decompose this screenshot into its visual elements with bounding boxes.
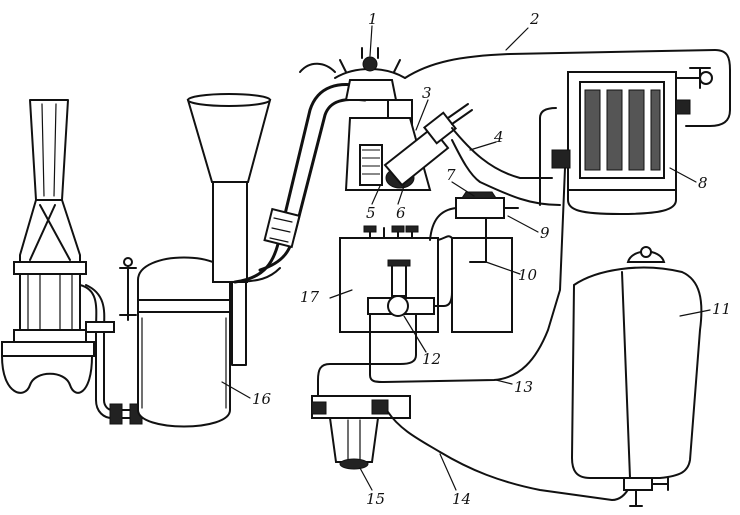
engine-manifold bbox=[1, 99, 115, 401]
line-9 bbox=[451, 139, 561, 206]
line-13 bbox=[369, 167, 566, 383]
label-8: 8 bbox=[698, 174, 708, 192]
tank-17 bbox=[339, 225, 439, 333]
tank-11 bbox=[570, 246, 703, 507]
label-11: 11 bbox=[712, 300, 731, 318]
fuel-filter-8 bbox=[551, 67, 713, 215]
label-12: 12 bbox=[422, 350, 441, 368]
regulator-body bbox=[344, 99, 473, 191]
label-13: 13 bbox=[514, 378, 533, 396]
tank-16 bbox=[119, 256, 231, 428]
injector-1 bbox=[299, 47, 406, 101]
leader-lines bbox=[221, 25, 711, 491]
lower-fitting bbox=[95, 399, 151, 425]
label-5: 5 bbox=[366, 204, 376, 222]
distributor-12 bbox=[367, 259, 453, 317]
funnel bbox=[186, 93, 281, 366]
label-4: 4 bbox=[493, 128, 504, 146]
line-14 bbox=[387, 411, 631, 501]
callout-labels: 1 2 3 4 5 6 7 8 9 10 11 12 13 14 15 16 1… bbox=[252, 10, 731, 508]
label-6: 6 bbox=[396, 204, 406, 222]
line-2 bbox=[404, 49, 731, 127]
label-1: 1 bbox=[368, 10, 378, 28]
label-16: 16 bbox=[252, 390, 272, 408]
label-9: 9 bbox=[540, 224, 550, 242]
label-17: 17 bbox=[300, 288, 320, 306]
label-14: 14 bbox=[452, 490, 471, 508]
label-10: 10 bbox=[518, 266, 538, 284]
label-7: 7 bbox=[446, 166, 456, 184]
label-15: 15 bbox=[366, 490, 385, 508]
filter-15 bbox=[311, 395, 411, 470]
label-3: 3 bbox=[422, 84, 432, 102]
tank-10 bbox=[437, 235, 513, 333]
label-2: 2 bbox=[529, 10, 540, 28]
line-4 bbox=[451, 127, 553, 179]
